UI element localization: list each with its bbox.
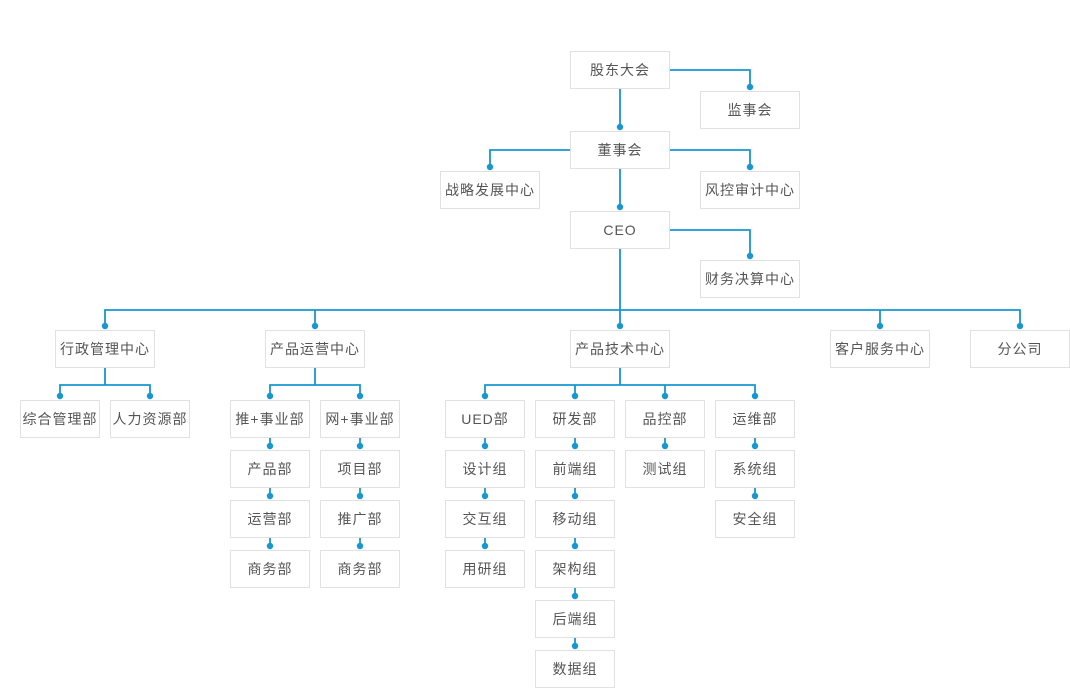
org-node-label-rd-dept: 研发部 [552,411,598,427]
org-node-finance-settlement-center: 财务决算中心 [700,260,800,298]
org-node-label-shareholders-meeting: 股东大会 [590,62,650,78]
org-node-design-group: 设计组 [445,450,525,488]
org-node-interaction-group: 交互组 [445,500,525,538]
org-node-human-resources-dept: 人力资源部 [110,400,190,438]
org-node-label-wang-plus-business-dept: 网+事业部 [325,411,395,427]
org-node-label-design-group: 设计组 [462,461,508,477]
org-node-label-branch-company: 分公司 [997,341,1043,357]
org-node-label-interaction-group: 交互组 [462,511,508,527]
org-node-product-operations-center: 产品运营中心 [265,330,365,368]
org-node-label-ued-dept: UED部 [461,411,509,427]
org-node-label-risk-audit-center: 风控审计中心 [705,182,795,198]
org-node-customer-service-center: 客户服务中心 [830,330,930,368]
org-node-label-operations-dept: 运营部 [247,511,293,527]
org-node-label-product-dept: 产品部 [247,461,293,477]
org-node-label-human-resources-dept: 人力资源部 [112,411,188,427]
org-node-label-user-research-group: 用研组 [462,561,508,577]
org-node-label-product-technology-center: 产品技术中心 [575,341,665,357]
org-node-label-ceo: CEO [603,222,637,238]
org-node-supervisory-board: 监事会 [700,91,800,129]
org-node-label-general-management-dept: 综合管理部 [22,411,98,427]
org-node-testing-group: 测试组 [625,450,705,488]
org-node-product-dept: 产品部 [230,450,310,488]
org-node-label-admin-management-center: 行政管理中心 [60,341,150,357]
org-node-label-system-group: 系统组 [732,461,778,477]
org-node-shareholders-meeting: 股东大会 [570,51,670,89]
org-node-security-group: 安全组 [715,500,795,538]
org-node-ued-dept: UED部 [445,400,525,438]
org-node-board-of-directors: 董事会 [570,131,670,169]
org-node-label-data-group: 数据组 [552,661,598,677]
org-node-mobile-group: 移动组 [535,500,615,538]
org-node-label-supervisory-board: 监事会 [727,102,773,118]
org-node-promotion-dept: 推广部 [320,500,400,538]
org-node-data-group: 数据组 [535,650,615,688]
org-node-label-business-dept-left: 商务部 [247,561,293,577]
org-node-admin-management-center: 行政管理中心 [55,330,155,368]
org-node-operations-dept: 运营部 [230,500,310,538]
org-node-user-research-group: 用研组 [445,550,525,588]
org-node-label-security-group: 安全组 [732,511,778,527]
org-node-frontend-group: 前端组 [535,450,615,488]
org-node-strategy-development-center: 战略发展中心 [440,171,540,209]
org-node-ceo: CEO [570,211,670,249]
org-node-label-frontend-group: 前端组 [552,461,598,477]
org-node-label-tui-plus-business-dept: 推+事业部 [235,411,305,427]
org-node-ops-maintenance-dept: 运维部 [715,400,795,438]
org-node-label-product-operations-center: 产品运营中心 [270,341,360,357]
org-node-label-customer-service-center: 客户服务中心 [835,341,925,357]
org-node-system-group: 系统组 [715,450,795,488]
org-node-label-business-dept-right: 商务部 [337,561,383,577]
org-node-business-dept-left: 商务部 [230,550,310,588]
org-node-label-ops-maintenance-dept: 运维部 [732,411,778,427]
org-node-project-dept: 项目部 [320,450,400,488]
org-node-label-testing-group: 测试组 [642,461,688,477]
org-node-label-board-of-directors: 董事会 [597,142,643,158]
org-node-risk-audit-center: 风控审计中心 [700,171,800,209]
org-node-label-project-dept: 项目部 [337,461,383,477]
org-node-label-quality-control-dept: 品控部 [642,411,688,427]
org-node-label-architecture-group: 架构组 [552,561,598,577]
org-node-wang-plus-business-dept: 网+事业部 [320,400,400,438]
org-node-quality-control-dept: 品控部 [625,400,705,438]
org-node-label-mobile-group: 移动组 [552,511,598,527]
org-node-label-strategy-development-center: 战略发展中心 [445,182,535,198]
org-node-business-dept-right: 商务部 [320,550,400,588]
org-node-architecture-group: 架构组 [535,550,615,588]
org-node-label-backend-group: 后端组 [552,611,598,627]
org-node-rd-dept: 研发部 [535,400,615,438]
org-node-product-technology-center: 产品技术中心 [570,330,670,368]
org-node-label-finance-settlement-center: 财务决算中心 [705,271,795,287]
org-node-tui-plus-business-dept: 推+事业部 [230,400,310,438]
org-node-general-management-dept: 综合管理部 [20,400,100,438]
org-node-backend-group: 后端组 [535,600,615,638]
org-node-branch-company: 分公司 [970,330,1070,368]
org-node-label-promotion-dept: 推广部 [337,511,383,527]
